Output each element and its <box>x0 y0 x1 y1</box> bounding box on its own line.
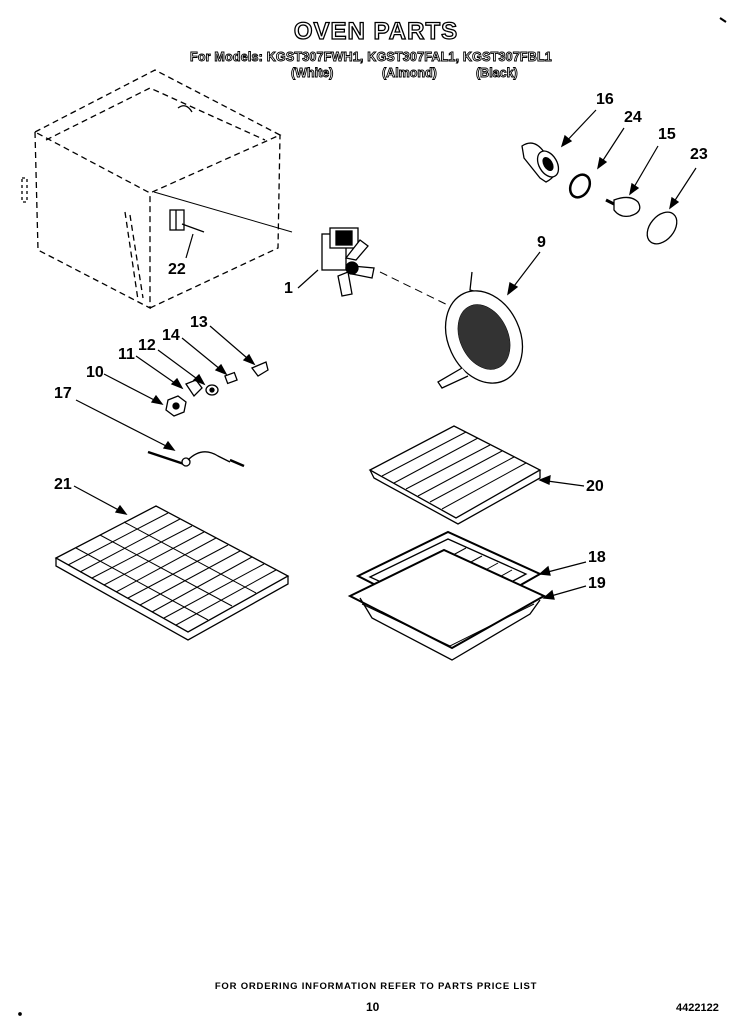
part-number-14: 14 <box>162 327 180 344</box>
color-almond: (Almond) <box>382 66 438 81</box>
light-lens-illustration <box>646 211 678 245</box>
part-number-9: 9 <box>537 234 546 251</box>
page-title: OVEN PARTS <box>293 17 459 45</box>
document-number: 4422122 <box>676 1002 719 1014</box>
part-number-22: 22 <box>168 261 186 278</box>
color-black: (Black) <box>476 66 519 81</box>
part-number-19: 19 <box>588 575 606 592</box>
oven-cavity-illustration <box>33 69 282 310</box>
part-number-10: 10 <box>86 364 104 381</box>
models-line: For Models: KGST307FWH1, KGST307FAL1, KG… <box>190 50 553 65</box>
broiler-pan-illustration <box>347 530 547 661</box>
part-number-20: 20 <box>586 478 604 495</box>
page-number: 10 <box>366 1000 380 1014</box>
fan-motor-illustration <box>321 227 375 297</box>
gasket-illustration <box>568 173 592 199</box>
part-number-23: 23 <box>690 146 708 163</box>
bracket-22-illustration <box>169 209 205 233</box>
light-housing-illustration <box>521 142 560 183</box>
broiler-grid-illustration <box>368 425 542 525</box>
part-number-1: 1 <box>284 280 293 297</box>
fan-baffle-illustration <box>437 271 524 389</box>
part-number-11: 11 <box>118 346 135 363</box>
part-number-24: 24 <box>624 109 642 126</box>
part-number-17: 17 <box>54 385 72 402</box>
ordering-info-footer: FOR ORDERING INFORMATION REFER TO PARTS … <box>214 981 538 992</box>
hardware-illustrations <box>165 361 269 417</box>
part-number-18: 18 <box>588 549 606 566</box>
light-bulb-illustration <box>605 196 641 218</box>
part-number-12: 12 <box>138 337 156 354</box>
part-number-16: 16 <box>596 91 614 108</box>
oven-rack-illustration <box>54 505 290 641</box>
part-number-15: 15 <box>658 126 676 143</box>
part-number-21: 21 <box>54 476 72 493</box>
temperature-sensor-illustration <box>147 450 245 468</box>
color-white: (White) <box>291 66 334 81</box>
part-number-13: 13 <box>190 314 208 331</box>
